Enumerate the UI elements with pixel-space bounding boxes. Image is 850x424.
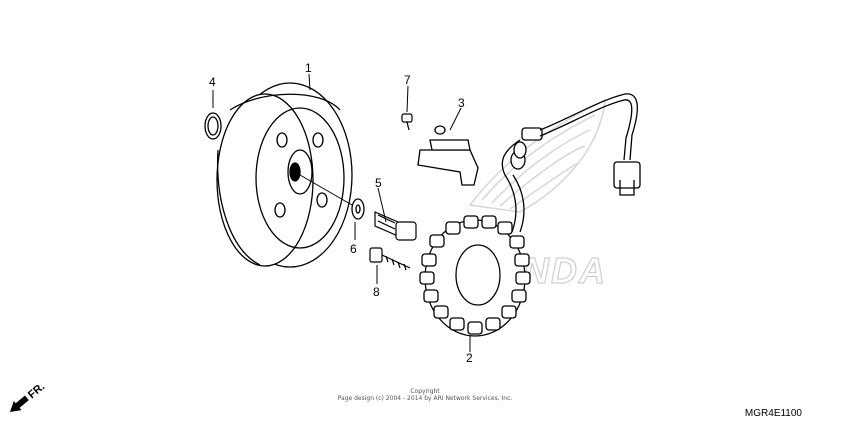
front-arrow: FR. [10,381,47,412]
callout-6: 6 [350,242,357,256]
callout-5: 5 [375,176,382,190]
callout-3: 3 [458,96,465,110]
callout-7: 7 [404,73,411,87]
grommet [510,127,543,170]
callout-4: 4 [209,75,216,89]
stator-bolt [369,247,411,271]
stay-bracket [417,125,479,186]
callout-8: 8 [373,285,380,299]
diagram-code: MGR4E1100 [744,408,802,419]
copyright-line-1: Copyright [410,388,440,395]
connector [613,161,641,196]
leader-lines [212,73,471,352]
washer [351,198,365,220]
callout-1: 1 [305,61,312,75]
callout-2: 2 [466,351,473,365]
copyright-line-2: Page design (c) 2004 - 2014 by ARI Netwo… [337,395,513,402]
honda-wing-watermark [468,98,606,213]
flywheel-bolt [374,211,417,241]
front-label: FR. [26,381,47,402]
bolt-small [401,113,413,131]
flywheel-rotor [216,82,353,268]
o-ring [204,112,222,140]
stator-coil [419,93,641,337]
